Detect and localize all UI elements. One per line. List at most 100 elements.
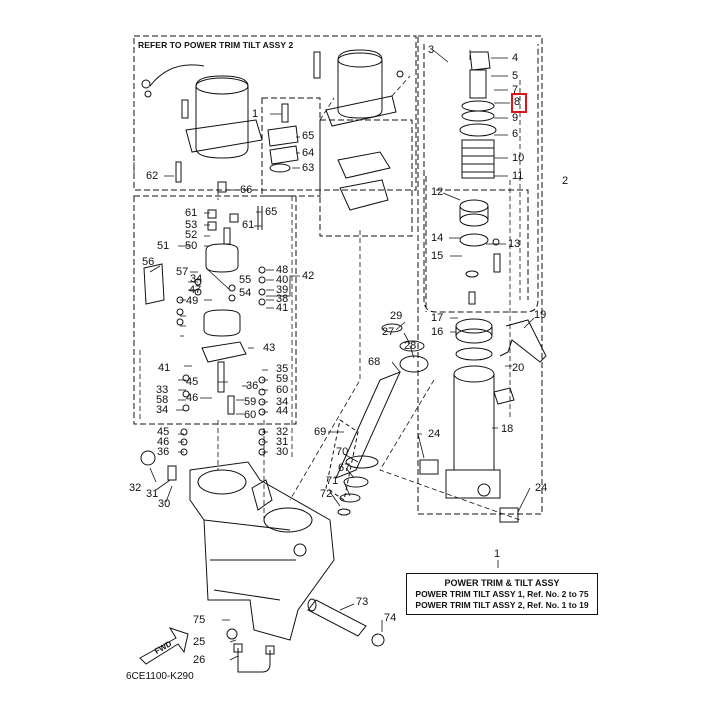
callout-62: 62: [146, 170, 159, 182]
callout-65: 65: [265, 206, 278, 218]
callout-56: 56: [142, 256, 155, 268]
callout-46: 46: [157, 436, 170, 448]
callout-33: 33: [156, 384, 169, 396]
legend-line-2: POWER TRIM TILT ASSY 2, Ref. No. 1 to 19: [415, 600, 589, 610]
callout-34: 34: [190, 273, 203, 285]
callout-24: 24: [428, 428, 441, 440]
callout-25: 25: [193, 636, 206, 648]
callout-44: 44: [276, 405, 289, 417]
callout-14: 14: [431, 232, 444, 244]
callout-70: 70: [336, 446, 349, 458]
callout-11: 11: [512, 170, 524, 182]
callout-55: 55: [239, 274, 252, 286]
trim-motor: [141, 64, 263, 159]
callout-1: 1: [252, 108, 259, 120]
callout-49: 49: [186, 295, 199, 307]
pipe-assembly: [226, 628, 275, 673]
callout-61: 61: [242, 219, 255, 231]
callout-71: 71: [326, 475, 339, 487]
callout-72: 72: [320, 488, 333, 500]
callout-45: 45: [186, 376, 199, 388]
gear-pump-parts: [175, 103, 299, 193]
callout-12: 12: [431, 186, 444, 198]
callout-66: 66: [240, 184, 253, 196]
callout-75: 75: [193, 614, 206, 626]
callout-64: 64: [302, 147, 315, 159]
callout-57: 57: [176, 266, 189, 278]
callout-40: 40: [276, 274, 289, 286]
callout-30: 30: [276, 446, 289, 458]
callout-6: 6: [512, 128, 519, 140]
callout-39: 39: [276, 284, 289, 296]
callout-7: 7: [512, 84, 519, 96]
callout-4: 4: [512, 52, 519, 64]
callout-19: 19: [534, 309, 547, 321]
callout-60: 60: [276, 384, 289, 396]
callout-5: 5: [512, 70, 519, 82]
callout-63: 63: [302, 162, 315, 174]
callout-26: 26: [193, 654, 206, 666]
callout-41: 41: [276, 302, 289, 314]
callout-27: 27: [382, 326, 395, 338]
callout-34: 34: [276, 396, 289, 408]
callout-16: 16: [431, 326, 444, 338]
callout-42: 42: [302, 270, 315, 282]
legend-title: POWER TRIM & TILT ASSY: [444, 578, 560, 588]
callout-15: 15: [431, 250, 444, 262]
callout-3: 3: [428, 44, 435, 56]
callout-58: 58: [156, 394, 169, 406]
legend-line-1: POWER TRIM TILT ASSY 1, Ref. No. 2 to 75: [415, 589, 589, 599]
callout-13: 13: [508, 238, 521, 250]
callout-28: 28: [404, 340, 417, 352]
drawing-code: 6CE1100-K290: [126, 671, 194, 682]
callout-46: 46: [186, 392, 199, 404]
piston-rod: [325, 323, 429, 516]
callout-31: 31: [276, 436, 289, 448]
legend-number: 1: [494, 548, 501, 560]
tilt-cylinder: [419, 51, 547, 523]
callout-67: 67: [338, 462, 351, 474]
callout-30: 30: [158, 498, 171, 510]
callout-45: 45: [157, 426, 170, 438]
callout-9: 9: [512, 112, 519, 124]
callout-60: 60: [244, 409, 257, 421]
callout-59: 59: [276, 373, 289, 385]
callout-50: 50: [185, 240, 198, 252]
circlip-26: [371, 633, 385, 647]
callout-69: 69: [314, 426, 327, 438]
assembly-group-boxes: [133, 35, 543, 515]
callout-20: 20: [512, 362, 525, 374]
callout-36: 36: [157, 446, 170, 458]
callout-53: 53: [185, 219, 198, 231]
callout-47: 47: [189, 284, 202, 296]
fwd-arrow: [139, 627, 189, 665]
callout-31: 31: [146, 488, 159, 500]
callout-2: 2: [562, 175, 569, 187]
circlip-29: [140, 450, 156, 466]
callout-48: 48: [276, 264, 289, 276]
dashed-leaders: [139, 50, 521, 521]
callout-35: 35: [276, 363, 289, 375]
callout-52: 52: [185, 229, 198, 241]
callout-34: 34: [156, 404, 169, 416]
callout-54: 54: [239, 287, 252, 299]
highlight-box: [511, 93, 527, 113]
reservoir: [313, 49, 404, 211]
callout-43: 43: [263, 342, 276, 354]
legend-box: POWER TRIM & TILT ASSY POWER TRIM TILT A…: [406, 573, 598, 615]
valve-body-upper: [143, 206, 266, 456]
callout-36: 36: [246, 380, 259, 392]
callout-38: 38: [276, 293, 289, 305]
callout-24: 24: [535, 482, 548, 494]
callout-highlighted: 8: [514, 96, 521, 108]
callout-59: 59: [244, 396, 257, 408]
tilt-shaft: [307, 598, 367, 637]
callout-61: 61: [185, 207, 198, 219]
callout-17: 17: [431, 312, 444, 324]
tilt-bracket: [189, 461, 335, 641]
callout-32: 32: [129, 482, 142, 494]
callout-73: 73: [356, 596, 369, 608]
callout-29: 29: [390, 310, 403, 322]
